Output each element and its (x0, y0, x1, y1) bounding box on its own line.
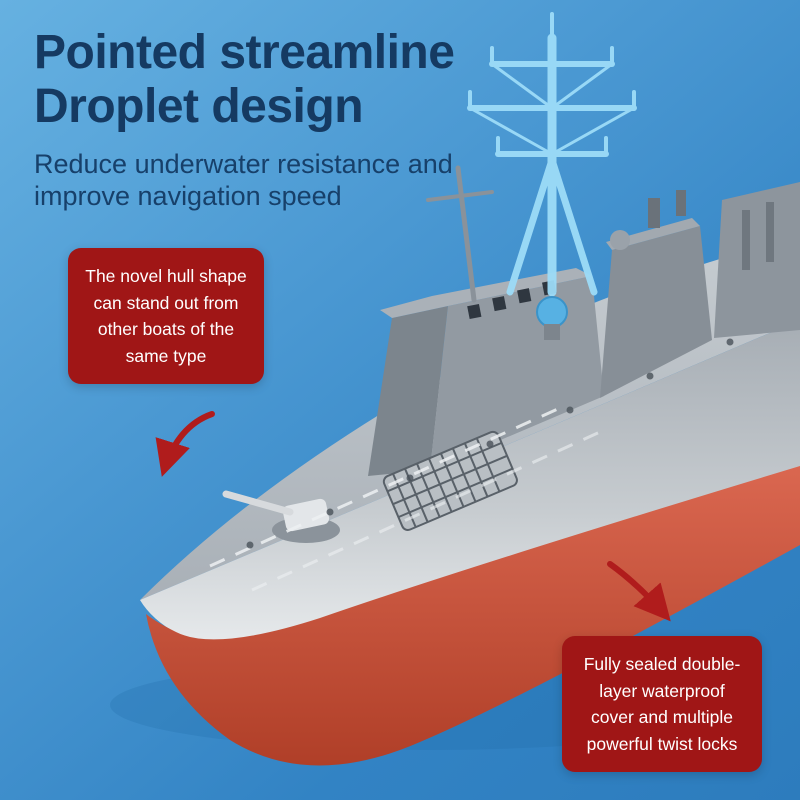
subtitle-line: Reduce underwater resistance and (34, 148, 453, 179)
mast-pedestal (544, 324, 560, 340)
callout-line: cover and multiple (590, 707, 734, 728)
bridge-superstructure (368, 182, 800, 476)
red-lower-hull (146, 466, 800, 766)
forward-mast (426, 165, 494, 303)
callout-line: can stand out from (93, 292, 239, 313)
callout-line: The novel hull shape (85, 266, 247, 286)
callout-line: other boats of the (97, 319, 235, 340)
title-line: Droplet design (34, 79, 364, 133)
callout-line: Fully sealed double- (583, 654, 741, 674)
subtitle-line: improve navigation speed (34, 181, 342, 212)
deck-fittings (246, 338, 734, 549)
gun-turret (222, 490, 340, 543)
blue-radar-mast (467, 12, 637, 297)
page-subtitle: Reduce underwater resistance and improve… (34, 148, 454, 214)
callout-line: same type (125, 345, 207, 366)
curved-arrow-down-right-icon (607, 561, 671, 622)
deck-markings (209, 406, 601, 592)
page-title: Pointed streamline Droplet design (34, 26, 455, 134)
title-line: Pointed streamline (34, 26, 455, 79)
callout-hull-shape: The novel hull shape can stand out from … (68, 248, 264, 385)
curved-arrow-down-left-icon (155, 411, 215, 477)
callout-line: powerful twist locks (586, 733, 738, 754)
header: Pointed streamline Droplet design Reduce… (34, 26, 455, 214)
mast-base-ball (536, 296, 568, 328)
callout-line: layer waterproof (599, 680, 725, 701)
callout-waterproof-cover: Fully sealed double- layer waterproof co… (562, 636, 762, 773)
